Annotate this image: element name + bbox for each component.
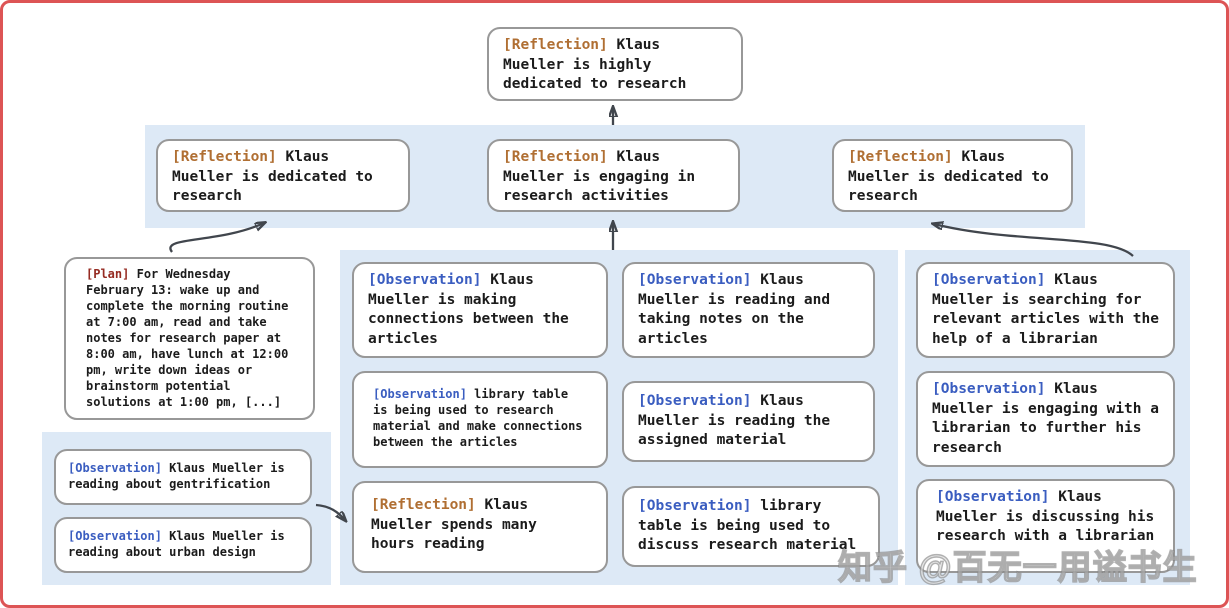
node-plan: [Plan] For Wednesday February 13: wake u… [64, 257, 315, 420]
node-text: Klaus Mueller spends many hours reading [371, 497, 537, 553]
node-text: Klaus Mueller is dedicated to research [172, 149, 373, 205]
observation-tag: [Observation] [373, 387, 467, 401]
observation-tag: [Observation] [368, 272, 482, 288]
node-text: Klaus Mueller is dedicated to research [848, 149, 1049, 205]
node-observation-taking-notes: [Observation] Klaus Mueller is reading a… [622, 262, 875, 358]
node-text: Klaus Mueller is making connections betw… [368, 272, 569, 347]
node-observation-discussing-research: [Observation] Klaus Mueller is discussin… [916, 479, 1175, 573]
observation-tag: [Observation] [68, 529, 162, 543]
node-observation-library-research: [Observation] library table is being use… [352, 371, 608, 468]
node-observation-engaging-librarian: [Observation] Klaus Mueller is engaging … [916, 371, 1175, 467]
node-reflection-middle: [Reflection] Klaus Mueller is engaging i… [487, 139, 740, 212]
node-observation-connections: [Observation] Klaus Mueller is making co… [352, 262, 608, 358]
node-text: Klaus Mueller is highly dedicated to res… [503, 37, 687, 93]
node-text: Klaus Mueller is reading the assigned ma… [638, 393, 831, 449]
observation-tag: [Observation] [68, 461, 162, 475]
observation-tag: [Observation] [638, 498, 752, 514]
node-reflection-hours-reading: [Reflection] Klaus Mueller spends many h… [352, 481, 608, 573]
node-text: Klaus Mueller is reading and taking note… [638, 272, 831, 347]
observation-tag: [Observation] [932, 381, 1046, 397]
observation-tag: [Observation] [936, 489, 1050, 505]
reflection-tag: [Reflection] [503, 149, 608, 165]
reflection-tag: [Reflection] [371, 497, 476, 513]
arrow-rightband-to-right-reflection [934, 224, 1134, 257]
node-reflection-left: [Reflection] Klaus Mueller is dedicated … [156, 139, 410, 212]
node-reflection-right: [Reflection] Klaus Mueller is dedicated … [832, 139, 1073, 212]
arrow-leftband-to-hours-reflection [315, 503, 345, 520]
observation-tag: [Observation] [932, 272, 1046, 288]
observation-tag: [Observation] [638, 393, 752, 409]
plan-tag: [Plan] [86, 267, 130, 281]
node-observation-library-discuss: [Observation] library table is being use… [622, 486, 880, 567]
reflection-tag: [Reflection] [503, 37, 608, 53]
node-text: library table is being used to discuss r… [638, 498, 857, 554]
node-text: Klaus Mueller is engaging in research ac… [503, 149, 696, 205]
node-text: Klaus Mueller is engaging with a librari… [932, 381, 1159, 456]
node-text: Klaus Mueller is reading about gentrific… [68, 461, 285, 491]
node-observation-searching-articles: [Observation] Klaus Mueller is searching… [916, 262, 1175, 358]
node-text: For Wednesday February 13: wake up and c… [86, 267, 289, 409]
node-observation-gentrification: [Observation] Klaus Mueller is reading a… [54, 449, 312, 505]
node-observation-urban-design: [Observation] Klaus Mueller is reading a… [54, 517, 312, 573]
node-observation-assigned-material: [Observation] Klaus Mueller is reading t… [622, 381, 875, 462]
reflection-tag: [Reflection] [172, 149, 277, 165]
node-text: Klaus Mueller is reading about urban des… [68, 529, 285, 559]
node-text: library table is being used to research … [373, 387, 583, 449]
arrow-plan-to-left-reflection [169, 223, 264, 253]
node-text: Klaus Mueller is searching for relevant … [932, 272, 1159, 347]
node-text: Klaus Mueller is discussing his research… [936, 489, 1155, 545]
node-reflection-root: [Reflection] Klaus Mueller is highly ded… [487, 27, 743, 101]
observation-tag: [Observation] [638, 272, 752, 288]
reflection-tag: [Reflection] [848, 149, 953, 165]
